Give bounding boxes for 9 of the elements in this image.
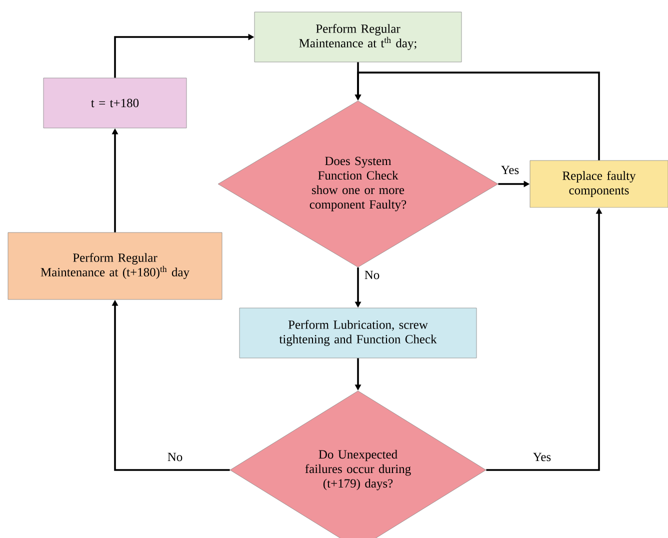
process-box: Replace faulty components [530, 160, 668, 208]
process-box: Perform Regular Maintenance at t$^{th}$ day; [254, 12, 462, 62]
edge-label: Yes [500, 164, 520, 176]
process-box: Perform Regular Maintenance at (t+180)$^{th}$ day [8, 232, 222, 300]
edge-label: Yes [532, 452, 552, 462]
edge-label: No [166, 452, 184, 462]
process-box: t = t+180 [43, 78, 187, 128]
edge-label: No [363, 270, 381, 280]
process-box: Perform Lubrication, screw tightening and Function Check [239, 308, 477, 358]
